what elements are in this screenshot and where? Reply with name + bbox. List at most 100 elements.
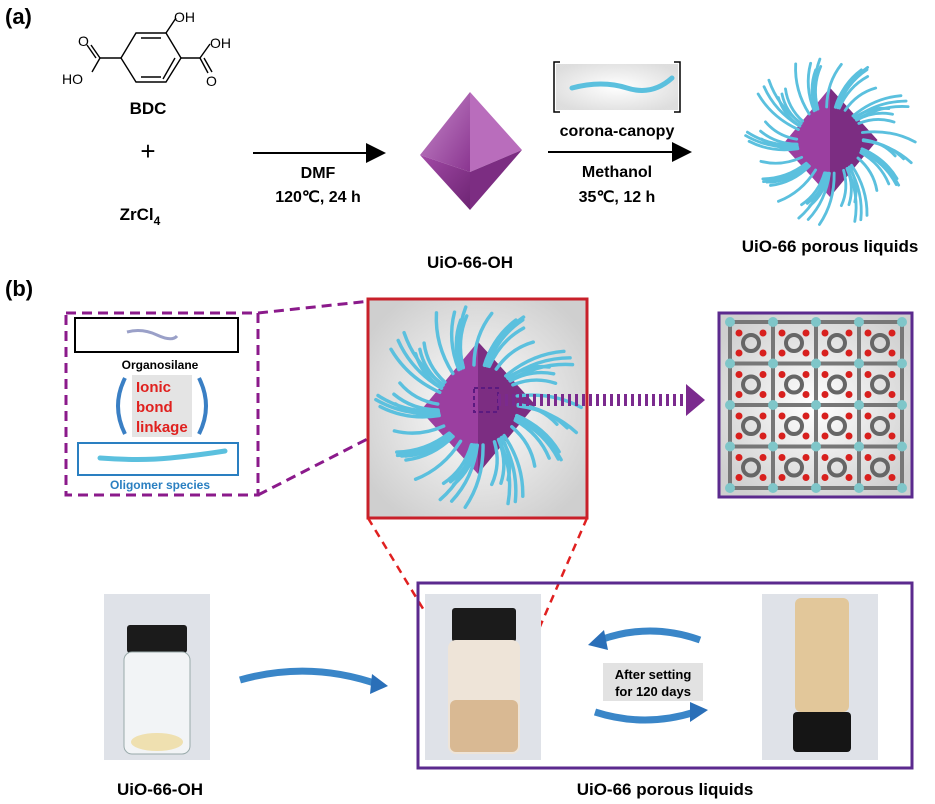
corona-fiber (756, 92, 800, 131)
oxygen-atom (845, 349, 853, 357)
oligomer-chain (97, 448, 228, 462)
oxygen-atom (864, 391, 872, 398)
oxygen-atom (735, 412, 743, 420)
benzene-ring (741, 333, 761, 353)
oxygen-atom (778, 454, 786, 461)
benzene-ring (741, 457, 761, 478)
corona-fiber (472, 311, 494, 367)
cycle-arrow-bottom-head (690, 702, 708, 722)
corona-fiber (837, 75, 870, 110)
oxygen-atom (845, 454, 853, 461)
zr-node (897, 400, 907, 410)
benzene-ring (784, 374, 804, 395)
step2-reagent: corona-canopy (560, 123, 675, 140)
zr-node (725, 317, 735, 327)
corona-fiber (794, 62, 811, 116)
oxygen-atom (778, 329, 786, 337)
corona-fiber (836, 65, 870, 110)
oxygen-atom (821, 454, 829, 461)
corona-fiber (856, 156, 879, 192)
benzene-ring (827, 333, 847, 353)
oxygen-atom (759, 454, 767, 461)
photo-left-label: UiO-66-OH (117, 780, 203, 799)
zr-node (811, 441, 821, 452)
oxygen-atom (821, 349, 829, 357)
acid-o-label: O (206, 73, 217, 89)
corona-fiber (499, 436, 518, 504)
corona-fiber (851, 94, 903, 118)
zr-node (768, 358, 778, 369)
oh-group-label: OH (174, 9, 195, 25)
zr-node (811, 317, 821, 327)
corona-fiber (853, 99, 908, 120)
cycle-arrow-top-head (588, 630, 608, 650)
corona-fiber (392, 424, 446, 435)
corona-fiber (389, 347, 442, 395)
corona-fiber (395, 432, 452, 458)
down-arrow-icon (116, 377, 127, 435)
corona-fiber (502, 433, 525, 498)
oxygen-atom (759, 391, 767, 398)
oxygen-atom (845, 371, 853, 378)
corona-fiber (413, 439, 463, 481)
oxygen-atom (864, 412, 872, 420)
corona-fiber (396, 338, 444, 390)
benzene-ring (784, 416, 804, 436)
corona-fiber (434, 311, 455, 376)
step2-solvent: Methanol (582, 164, 652, 181)
corona-fiber (374, 397, 441, 416)
octahedron-face (830, 87, 878, 197)
linkage-line-1: Ionic (136, 379, 171, 396)
oxygen-atom (735, 329, 743, 337)
corona-fiber (398, 381, 440, 406)
corona-fiber (441, 442, 474, 486)
corona-fiber (490, 440, 499, 487)
oxygen-atom (802, 349, 810, 357)
corona-fiber (762, 85, 802, 128)
oligomer-label: Oligomer species (110, 478, 210, 492)
oxygen-atom (778, 432, 786, 440)
oxygen-atom (759, 371, 767, 378)
corona-fiber (806, 61, 816, 113)
benzene-ring (784, 333, 804, 353)
benzene-ring (827, 457, 847, 478)
corona-canopy-bracket (553, 61, 681, 113)
bdc-label: BDC (130, 99, 167, 118)
zoom-line-bottom (257, 428, 386, 497)
oxygen-atom (802, 391, 810, 398)
corona-fiber (843, 86, 878, 112)
step1-solvent: DMF (301, 165, 336, 182)
oxygen-atom (778, 412, 786, 420)
product-label: UiO-66 porous liquids (742, 237, 919, 256)
acid-ho-label: HO (62, 71, 83, 87)
corona-fiber (810, 68, 818, 112)
zoom-line-top (257, 298, 381, 315)
organosilane-label: Organosilane (122, 358, 199, 372)
zr-node (811, 483, 821, 493)
corona-fiber (817, 171, 836, 226)
benzene-ring (784, 457, 804, 478)
oxygen-atom (864, 474, 872, 481)
zr-node (897, 317, 907, 327)
corona-fiber (449, 310, 461, 372)
oxygen-atom (821, 412, 829, 420)
oxygen-atom (888, 412, 896, 420)
zr-node (854, 358, 864, 369)
oxygen-atom (888, 371, 896, 378)
zr-node (768, 483, 778, 493)
corona-fiber (516, 404, 579, 435)
corona-fiber (513, 418, 551, 460)
zoom-line-red-left (366, 517, 427, 613)
corona-fiber (744, 134, 799, 149)
callout-backdrop (603, 663, 703, 701)
oxygen-atom (778, 391, 786, 398)
octahedron-face (782, 87, 830, 197)
oxygen-atom (845, 432, 853, 440)
zr-node (811, 358, 821, 369)
step2-conditions: 35℃, 12 h (579, 189, 656, 206)
oxygen-atom (759, 329, 767, 337)
corona-fiber (514, 416, 563, 462)
oxygen-atom (735, 474, 743, 481)
cycle-arrow-top-icon (598, 627, 702, 644)
linkage-backdrop (132, 375, 192, 437)
